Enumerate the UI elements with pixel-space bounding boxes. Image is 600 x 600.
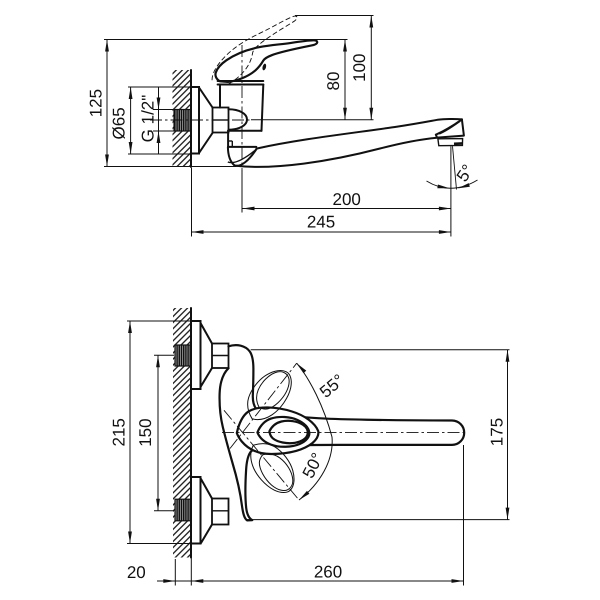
- svg-text:20: 20: [127, 563, 146, 582]
- svg-text:100: 100: [350, 54, 369, 82]
- svg-text:125: 125: [87, 89, 106, 117]
- svg-text:200: 200: [333, 190, 361, 209]
- svg-text:215: 215: [110, 418, 129, 446]
- svg-text:150: 150: [136, 418, 155, 446]
- svg-text:175: 175: [488, 418, 507, 446]
- svg-text:G 1/2": G 1/2": [138, 95, 157, 143]
- svg-text:245: 245: [307, 213, 335, 232]
- svg-text:80: 80: [324, 72, 343, 91]
- svg-text:Ø65: Ø65: [110, 107, 129, 139]
- svg-text:260: 260: [314, 563, 342, 582]
